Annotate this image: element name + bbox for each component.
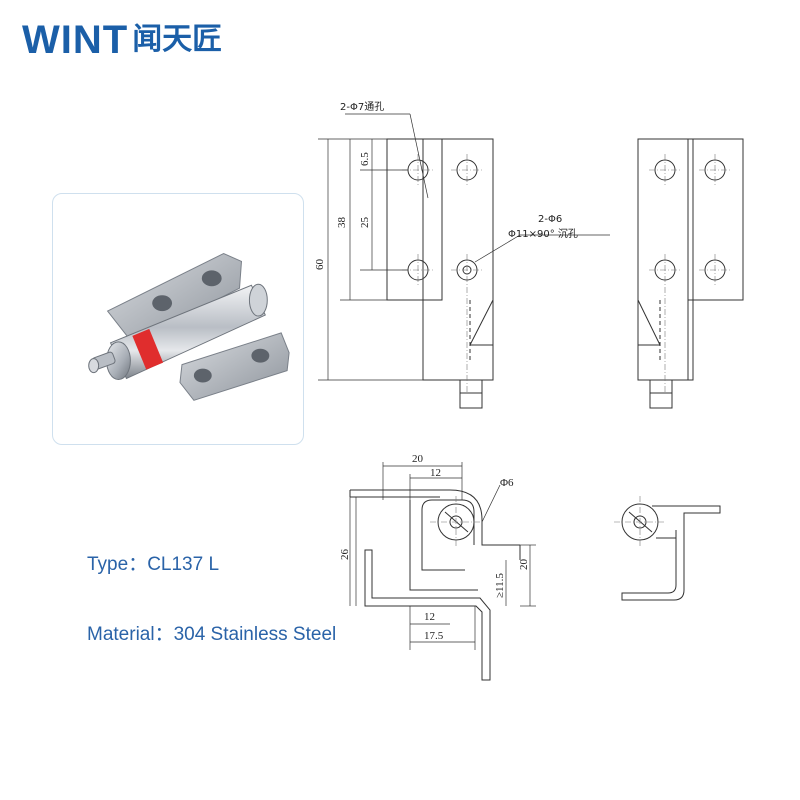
dim-hole-pitch: 25: [359, 217, 371, 229]
product-photo-card: [52, 193, 304, 445]
side-view: [637, 138, 744, 409]
top-view: 20 12 Φ6 26 20 ≥11.5 12 17.5: [339, 453, 536, 681]
dim-right-height: 20: [518, 559, 530, 571]
dim-bottom-width: 17.5: [424, 630, 444, 642]
dim-pin-dia: Φ6: [500, 477, 514, 489]
dim-side-height: 26: [339, 549, 351, 561]
product-material: Material：304 Stainless Steel: [87, 619, 336, 646]
product-material-label: Material：: [87, 624, 174, 645]
product-photo: [88, 252, 290, 401]
brand-logo-cjk: 闻天匠: [132, 22, 223, 57]
brand-logo: WINT 闻天匠: [22, 18, 222, 62]
product-type: Type：CL137 L: [87, 549, 219, 576]
product-type-label: Type：: [87, 554, 148, 575]
brand-logo-latin: WINT: [22, 18, 129, 62]
dim-top-gap: 6.5: [359, 152, 371, 166]
dim-total-height: 60: [314, 259, 326, 271]
product-type-value: CL137 L: [147, 554, 220, 575]
annotation-counter-hole-spec: Φ11×90° 沉孔: [508, 227, 578, 240]
annotation-counter-hole-count: 2-Φ6: [538, 214, 562, 225]
dim-bottom-inner: 12: [424, 611, 435, 623]
top-view-alt: [614, 496, 721, 601]
dim-upper-height: 38: [336, 217, 348, 229]
dim-min-travel: ≥11.5: [494, 573, 506, 598]
dim-top-inner: 12: [430, 467, 441, 479]
product-material-value: 304 Stainless Steel: [173, 624, 337, 645]
annotation-through-hole: 2-Φ7通孔: [340, 101, 384, 113]
dim-top-width: 20: [412, 453, 424, 465]
front-view: 60 38 25 6.5 2-Φ7通孔 2-Φ6 Φ11×90° 沉孔: [314, 101, 610, 409]
